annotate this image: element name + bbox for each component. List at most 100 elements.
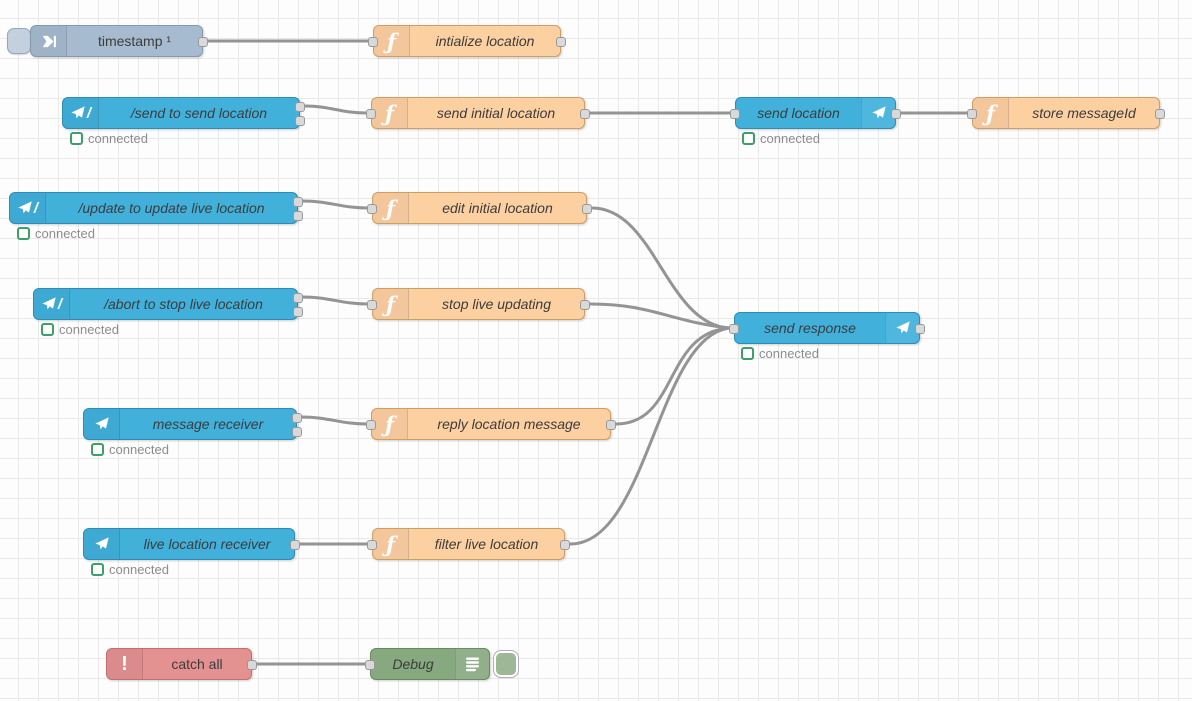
node-cmd-send[interactable]: / /send to send location <box>62 97 305 129</box>
output-port[interactable] <box>560 540 570 550</box>
input-port[interactable] <box>730 109 740 119</box>
status-ring-icon <box>741 347 754 360</box>
input-port[interactable] <box>967 109 977 119</box>
wire[interactable] <box>568 326 731 546</box>
output-port[interactable] <box>891 109 901 119</box>
node-fn-edit-initial-location[interactable]: ƒ edit initial location <box>367 192 592 224</box>
status-text: connected <box>109 562 169 577</box>
status-indicator: connected <box>41 322 119 337</box>
node-cmd-update[interactable]: / /update to update live location <box>9 192 303 224</box>
input-port[interactable] <box>366 420 376 430</box>
status-ring-icon <box>17 227 30 240</box>
wire[interactable] <box>303 104 368 115</box>
output-port[interactable] <box>580 109 590 119</box>
output-port[interactable] <box>198 37 208 47</box>
node-fn-stop-live-updating[interactable]: ƒ stop live updating <box>367 288 590 320</box>
output-port[interactable] <box>290 540 300 550</box>
input-port[interactable] <box>367 300 377 310</box>
wire[interactable] <box>300 415 368 426</box>
telegram-send-icon <box>885 313 919 343</box>
telegram-send-icon <box>861 98 895 128</box>
node-recv-live-location[interactable]: live location receiver <box>83 528 300 560</box>
function-icon: ƒ <box>373 193 409 223</box>
output-port-2[interactable] <box>295 116 305 126</box>
wire[interactable] <box>614 326 731 426</box>
inject-trigger-button[interactable] <box>7 28 31 54</box>
telegram-command-icon: / <box>63 98 99 128</box>
input-port[interactable] <box>729 324 739 334</box>
output-port[interactable] <box>580 300 590 310</box>
wire[interactable] <box>590 206 731 330</box>
node-label: filter live location <box>434 536 539 552</box>
telegram-command-icon: / <box>10 193 46 223</box>
input-port[interactable] <box>368 37 378 47</box>
input-port[interactable] <box>366 109 376 119</box>
wire[interactable] <box>301 199 369 210</box>
function-icon: ƒ <box>372 98 408 128</box>
status-ring-icon <box>91 443 104 456</box>
output-port[interactable] <box>606 420 616 430</box>
output-port-2[interactable] <box>293 307 303 317</box>
node-fn-store-messageid[interactable]: ƒ store messageId <box>967 97 1165 129</box>
node-label: edit initial location <box>442 200 553 216</box>
input-port[interactable] <box>367 540 377 550</box>
function-icon: ƒ <box>373 289 409 319</box>
output-port-1[interactable] <box>293 197 303 207</box>
output-port[interactable] <box>556 37 566 47</box>
node-fn-send-initial-location[interactable]: ƒ send initial location <box>366 97 590 129</box>
catch-glyph: ! <box>121 653 128 675</box>
status-indicator: connected <box>741 346 819 361</box>
status-ring-icon <box>742 132 755 145</box>
input-port[interactable] <box>365 660 375 670</box>
status-text: connected <box>109 442 169 457</box>
function-glyph: ƒ <box>384 411 395 437</box>
output-port-2[interactable] <box>292 427 302 437</box>
node-label: send response <box>764 320 856 336</box>
node-fn-initialize-location[interactable]: ƒ intialize location <box>368 25 566 57</box>
status-indicator: connected <box>91 442 169 457</box>
node-catch-all[interactable]: ! catch all <box>106 648 257 680</box>
output-port[interactable] <box>582 204 592 214</box>
status-text: connected <box>88 131 148 146</box>
status-text: connected <box>760 131 820 146</box>
node-sender-send-response[interactable]: send response <box>729 312 925 344</box>
exclamation-icon: ! <box>107 649 143 679</box>
output-port[interactable] <box>247 660 257 670</box>
slash-glyph: / <box>86 104 92 122</box>
status-ring-icon <box>70 132 83 145</box>
node-debug[interactable]: Debug <box>365 648 490 680</box>
node-label: catch all <box>171 656 223 672</box>
function-glyph: ƒ <box>384 100 395 126</box>
status-indicator: connected <box>70 131 148 146</box>
output-port-2[interactable] <box>293 211 303 221</box>
node-inject-timestamp[interactable]: timestamp ¹ <box>30 25 208 57</box>
output-port-1[interactable] <box>292 413 302 423</box>
input-port[interactable] <box>367 204 377 214</box>
node-label: send location <box>757 105 840 121</box>
node-sender-send-location[interactable]: send location <box>730 97 901 129</box>
output-port-1[interactable] <box>293 293 303 303</box>
node-cmd-abort[interactable]: / /abort to stop live location <box>33 288 303 320</box>
status-ring-icon <box>91 563 104 576</box>
wire[interactable] <box>301 295 369 306</box>
node-fn-reply-location-message[interactable]: ƒ reply location message <box>366 408 616 440</box>
function-icon: ƒ <box>372 409 408 439</box>
node-recv-message[interactable]: message receiver <box>83 408 302 440</box>
output-port-1[interactable] <box>295 102 305 112</box>
slash-glyph: / <box>33 199 39 217</box>
node-label: send initial location <box>436 105 556 121</box>
output-port[interactable] <box>915 324 925 334</box>
output-port[interactable] <box>1155 109 1165 119</box>
function-glyph: ƒ <box>985 100 996 126</box>
node-label: live location receiver <box>143 536 271 552</box>
telegram-receive-icon <box>84 409 120 439</box>
inject-arrow-icon <box>31 26 67 56</box>
function-glyph: ƒ <box>386 28 397 54</box>
node-fn-filter-live-location[interactable]: ƒ filter live location <box>367 528 570 560</box>
wire[interactable] <box>588 302 731 330</box>
debug-toggle-button[interactable] <box>493 650 519 678</box>
node-label: intialize location <box>435 33 535 49</box>
node-label: message receiver <box>152 416 264 432</box>
